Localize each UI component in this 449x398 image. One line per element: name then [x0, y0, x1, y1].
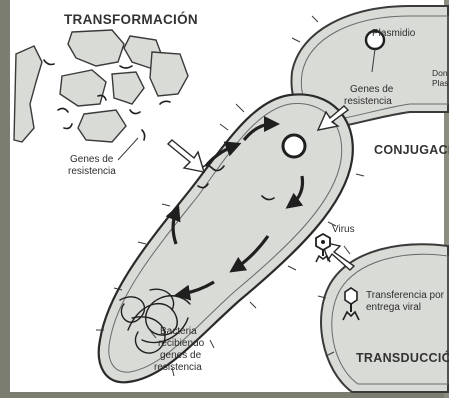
virus-icon: [316, 234, 330, 262]
transformation-title: TRANSFORMACIÓN: [64, 12, 198, 27]
viral-transfer-label-line2: entrega viral: [366, 302, 421, 313]
recipient-label-line1: Bacteria: [160, 326, 197, 337]
recipient-label-line4: resistencia: [154, 362, 202, 373]
free-genes-label-line1: Genes de: [70, 154, 114, 165]
plasmid-label: Plasmidio: [372, 28, 416, 39]
donor-genes-label-line2: resistencia: [344, 96, 392, 107]
received-plasmid: [283, 135, 305, 157]
conjugation-title: CONJUGACI: [374, 143, 449, 157]
lysed-cell-fragments: [14, 30, 188, 142]
entry-arrow-transformation: [168, 140, 204, 172]
transduction-title: TRANSDUCCIÓN: [356, 350, 449, 365]
donor-genes-label-line1: Genes de: [350, 84, 394, 95]
left-page-border: [0, 0, 10, 398]
free-genes-label-line2: resistencia: [68, 166, 116, 177]
donor-edge-label-line2: Plas: [432, 78, 449, 88]
virus-label: Virus: [332, 224, 355, 235]
recipient-bacterium: [99, 94, 353, 382]
transduction-cell: [321, 244, 448, 392]
viral-transfer-label-line1: Transferencia por: [366, 290, 445, 301]
donor-edge-label-line1: Don: [432, 68, 448, 78]
free-genes-pointer: [118, 138, 138, 160]
recipient-label-line2: recibiendo: [158, 338, 205, 349]
recipient-label-line3: genes de: [160, 350, 202, 361]
